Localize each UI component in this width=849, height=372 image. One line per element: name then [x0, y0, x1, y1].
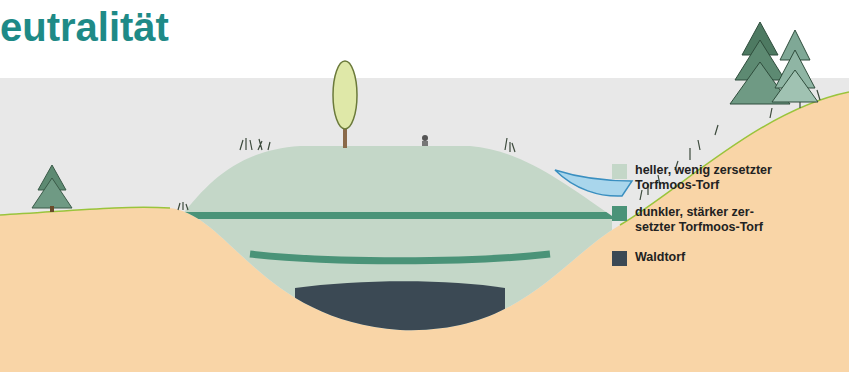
- poplar-tree: [333, 61, 357, 129]
- grass-line: [0, 207, 170, 215]
- legend-swatch: [612, 206, 627, 221]
- legend-swatch: [612, 164, 627, 179]
- fir-tree: [32, 165, 72, 212]
- grass-tufts: [178, 90, 820, 210]
- legend-text: dunkler, stärker zer- setzter Torfmoos-T…: [635, 205, 775, 235]
- page-title: eutralität: [0, 4, 169, 50]
- dark-peat-band: [250, 254, 550, 261]
- dark-peat-band: [150, 212, 630, 219]
- person: [422, 141, 428, 146]
- legend-text: heller, wenig zersetzter Torfmoos-Torf: [635, 163, 775, 193]
- light-peat: [150, 140, 630, 372]
- legend-swatch: [612, 251, 627, 266]
- forest-peat: [295, 281, 505, 372]
- fir-tree: [730, 22, 818, 104]
- legend-text: Waldtorf: [635, 250, 775, 265]
- person: [422, 135, 428, 141]
